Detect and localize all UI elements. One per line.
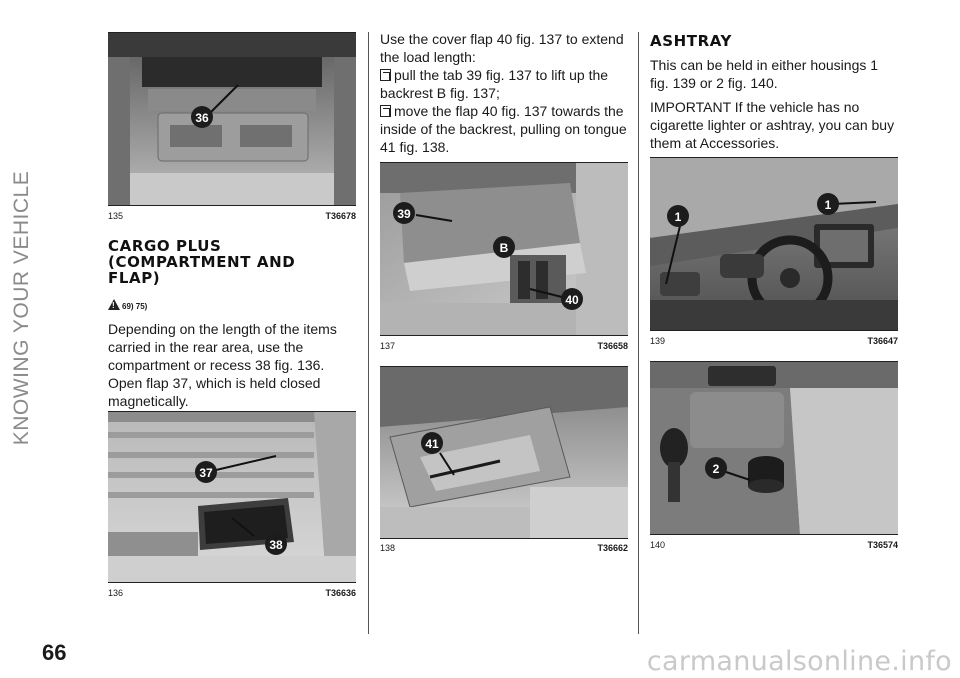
figure-140: 2 140 T36574 xyxy=(650,361,898,551)
text-line: Open flap 37, which is held closed xyxy=(108,375,321,391)
warning-triangle-icon xyxy=(108,299,120,310)
bullet-checkbox-icon xyxy=(380,69,391,81)
text-line: magnetically. xyxy=(108,393,189,409)
heading-line: ASHTRAY xyxy=(650,32,732,50)
bullet-item: pull the tab 39 fig. 137 to lift up the xyxy=(380,66,627,84)
text-line: fig. 139 or 2 fig. 140. xyxy=(650,75,778,91)
callout-b: B xyxy=(500,241,509,255)
middle-intro-text: Use the cover flap 40 fig. 137 to extend… xyxy=(380,30,627,156)
column-divider xyxy=(368,32,369,634)
callout-2: 2 xyxy=(713,462,720,476)
bullet-text: pull the tab 39 fig. 137 to lift up the xyxy=(394,67,609,83)
side-section-title-text: KNOWING YOUR VEHICLE xyxy=(10,170,33,446)
ashtray-para-2: IMPORTANT If the vehicle has no cigarett… xyxy=(650,98,894,152)
ashtray-para-1: This can be held in either housings 1 fi… xyxy=(650,56,878,92)
callout-1: 1 xyxy=(825,198,832,212)
figure-139-image: 1 1 xyxy=(650,157,898,331)
figure-number: 139 xyxy=(650,336,666,346)
figure-137-image: 39 B 40 xyxy=(380,162,628,336)
text-line: cigarette lighter or ashtray, you can bu… xyxy=(650,117,895,133)
heading-line: FLAP) xyxy=(108,269,161,287)
figure-code: T36678 xyxy=(325,211,356,221)
figure-code: T36636 xyxy=(325,588,356,598)
figure-139: 1 1 139 T36647 xyxy=(650,157,898,347)
watermark-text: carmanualsonline.info xyxy=(646,646,952,677)
figure-number: 137 xyxy=(380,341,396,351)
text-line: inside of the backrest, pulling on tongu… xyxy=(380,121,627,137)
text-line: Depending on the length of the items xyxy=(108,321,337,337)
text-line: the load length: xyxy=(380,49,476,65)
text-line: backrest B fig. 137; xyxy=(380,85,500,101)
figure-135-image: 36 xyxy=(108,32,356,206)
warning-ref-text: 69) 75) xyxy=(122,302,148,311)
figure-136-image: 37 38 xyxy=(108,411,356,583)
callout-39: 39 xyxy=(397,207,411,221)
callout-1: 1 xyxy=(675,210,682,224)
bullet-checkbox-icon xyxy=(380,105,391,117)
callout-38: 38 xyxy=(269,538,283,552)
cargo-body-text: Depending on the length of the items car… xyxy=(108,320,337,410)
figure-136: 37 38 136 T36636 xyxy=(108,411,356,601)
bullet-item: move the flap 40 fig. 137 towards the xyxy=(380,102,627,120)
text-line: Use the cover flap 40 fig. 137 to extend xyxy=(380,31,624,47)
section-heading-ashtray: ASHTRAY xyxy=(650,33,732,49)
column-divider xyxy=(638,32,639,634)
text-line: This can be held in either housings 1 xyxy=(650,57,879,73)
text-line: carried in the rear area, use the xyxy=(108,339,304,355)
text-line: them at Accessories. xyxy=(650,135,780,151)
callout-36: 36 xyxy=(195,111,209,125)
figure-number: 136 xyxy=(108,588,124,598)
section-heading-cargo-plus: CARGO PLUS (COMPARTMENT AND FLAP) xyxy=(108,238,295,286)
figure-140-image: 2 xyxy=(650,361,898,535)
figure-code: T36574 xyxy=(867,540,898,550)
warning-reference: 69) 75) xyxy=(108,299,147,311)
bullet-text: move the flap 40 fig. 137 towards the xyxy=(394,103,624,119)
figure-code: T36647 xyxy=(867,336,898,346)
figure-number: 135 xyxy=(108,211,124,221)
callout-37: 37 xyxy=(199,466,213,480)
page-number: 66 xyxy=(42,640,67,665)
figure-135: 36 135 T36678 xyxy=(108,32,356,221)
figure-138-image: 41 xyxy=(380,366,628,539)
figure-number: 138 xyxy=(380,543,396,553)
text-line: IMPORTANT If the vehicle has no xyxy=(650,99,860,115)
figure-number: 140 xyxy=(650,540,666,550)
callout-40: 40 xyxy=(565,293,579,307)
figure-138: 41 138 T36662 xyxy=(380,366,628,556)
text-line: 41 fig. 138. xyxy=(380,139,450,155)
figure-code: T36662 xyxy=(597,543,628,553)
figure-137: 39 B 40 137 T36658 xyxy=(380,162,628,356)
callout-41: 41 xyxy=(425,437,439,451)
figure-code: T36658 xyxy=(597,341,628,351)
heading-line: (COMPARTMENT AND xyxy=(108,253,296,271)
heading-line: CARGO PLUS xyxy=(108,237,222,255)
text-line: compartment or recess 38 fig. 136. xyxy=(108,357,325,373)
